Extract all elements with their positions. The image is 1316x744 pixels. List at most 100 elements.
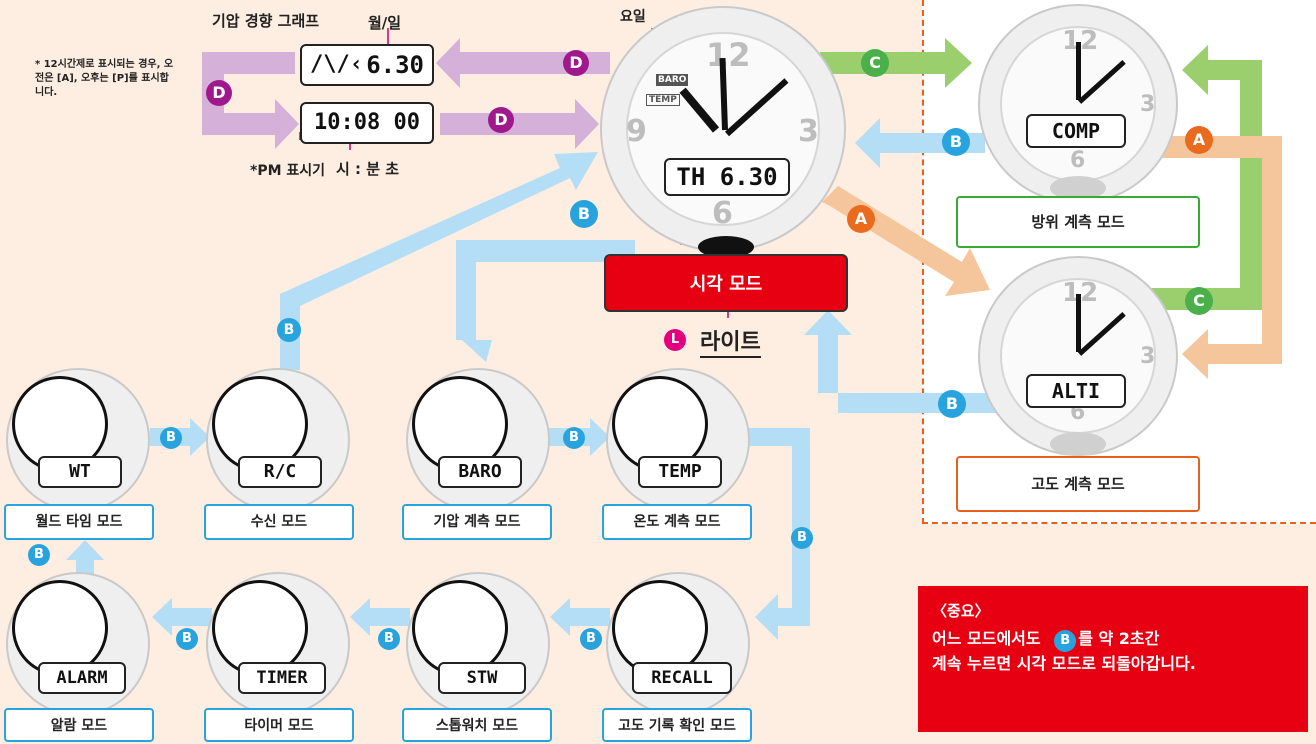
light-label: 라이트 bbox=[700, 324, 761, 358]
baro-mark: BARO bbox=[656, 74, 689, 86]
compass-mode-box: 방위 계측 모드 bbox=[956, 196, 1200, 248]
button-d-badge-2: D bbox=[563, 50, 589, 76]
arrow-b-rc-to-time bbox=[280, 152, 598, 370]
stw-watch: STW bbox=[406, 572, 550, 716]
timer-subdial bbox=[212, 580, 308, 676]
main-display: TH 6.30 bbox=[664, 158, 790, 196]
altitude-recall-mode-label: 고도 기록 확인 모드 bbox=[602, 708, 752, 742]
arrow-b-timer-alarm bbox=[152, 598, 212, 636]
button-d-badge-3: D bbox=[488, 107, 514, 133]
alti-display: ALTI bbox=[1026, 374, 1126, 408]
pressure-graph-icon: /\/‹ bbox=[310, 52, 363, 77]
world-time-mode-label: 월드 타임 모드 bbox=[4, 504, 154, 540]
pm-indicator-label: *PM 표시기 bbox=[250, 163, 326, 179]
rc-watch: R/C bbox=[206, 368, 350, 512]
alarm-mode-label: 알람 모드 bbox=[4, 708, 154, 742]
time-mode-box: 시각 모드 bbox=[604, 254, 848, 312]
note-12h: * 12시간제로 표시되는 경우, 오전은 [A], 오후는 [P]를 표시합니… bbox=[35, 59, 174, 98]
arrow-b-stw-timer bbox=[350, 598, 410, 636]
arrow-b-time-to-baro bbox=[456, 240, 635, 362]
button-b-badge-compass: B bbox=[942, 128, 970, 156]
thermometer-mode-label: 온도 계측 모드 bbox=[602, 504, 752, 540]
arrow-c-to-compass bbox=[820, 38, 972, 88]
c-arrows bbox=[820, 38, 1262, 310]
arrow-a-loop bbox=[1140, 136, 1282, 379]
b-arrows bbox=[66, 118, 1000, 640]
button-b-badge-baro-temp: B bbox=[563, 427, 585, 449]
compass-display: COMP bbox=[1026, 114, 1126, 148]
graph-date-display: /\/‹ 6.30 bbox=[300, 44, 434, 86]
button-b-badge-recall-stw: B bbox=[580, 628, 602, 650]
button-b-badge-temp-recall: B bbox=[791, 527, 813, 549]
button-a-badge-1: A bbox=[847, 205, 875, 233]
dial-6: 6 bbox=[712, 196, 733, 231]
timer-display: TIMER bbox=[238, 662, 326, 694]
compass-watch: 12 3 6 COMP bbox=[978, 4, 1178, 204]
altimeter-watch: 12 3 6 ALTI bbox=[978, 256, 1178, 456]
compass-watch-face bbox=[999, 25, 1157, 183]
button-b-badge-wt-rc: B bbox=[160, 427, 182, 449]
button-b-badge-alti: B bbox=[938, 390, 966, 418]
arrow-d-to-graph bbox=[436, 38, 610, 88]
compass-hour-hand bbox=[1076, 42, 1081, 100]
alarm-watch: ALARM bbox=[6, 572, 150, 716]
dial-3: 3 bbox=[798, 114, 819, 149]
button-c-badge-1: C bbox=[861, 49, 889, 77]
button-c-badge-2: C bbox=[1185, 287, 1213, 315]
notice-line1-post: 를 약 2초간 bbox=[1078, 629, 1160, 648]
alti-bottom-button bbox=[1050, 432, 1106, 456]
baro-display: BARO bbox=[438, 456, 522, 488]
dial-9: 9 bbox=[626, 114, 647, 149]
button-a-badge-2: A bbox=[1185, 126, 1213, 154]
rc-display: R/C bbox=[238, 456, 322, 488]
alarm-display: ALARM bbox=[38, 662, 126, 694]
temp-display: TEMP bbox=[638, 456, 722, 488]
button-b-badge-timer-alarm: B bbox=[176, 628, 198, 650]
main-watch: 12 3 6 9 BARO TEMP TH 6.30 bbox=[600, 6, 846, 258]
barometer-mode-label: 기압 계측 모드 bbox=[402, 504, 552, 540]
notice-button-b: B bbox=[1054, 630, 1077, 652]
notice-title: 〈중요〉 bbox=[932, 602, 990, 620]
wt-watch: WT bbox=[6, 368, 150, 512]
button-b-badge-alarm-wt: B bbox=[28, 544, 50, 566]
time-display: 10:08 00 bbox=[300, 102, 434, 144]
timer-mode-label: 타이머 모드 bbox=[204, 708, 354, 742]
stw-subdial bbox=[412, 580, 508, 676]
day-of-week-label: 요일 bbox=[620, 9, 646, 25]
arrow-b-temp-recall bbox=[740, 428, 810, 640]
hour-min-sec-label: 시 : 분 초 bbox=[336, 160, 400, 178]
recall-display: RECALL bbox=[632, 662, 732, 694]
baro-watch: BARO bbox=[406, 368, 550, 512]
alti-dial-3: 3 bbox=[1140, 344, 1156, 369]
arrow-b-compass-to-time bbox=[855, 118, 985, 168]
notice-line1-pre: 어느 모드에서도 bbox=[932, 629, 1041, 648]
month-day-label: 월/일 bbox=[368, 14, 402, 32]
pressure-graph-label: 기압 경향 그래프 bbox=[212, 12, 320, 30]
altimeter-mode-box: 고도 계측 모드 bbox=[956, 456, 1200, 512]
wt-display: WT bbox=[38, 456, 122, 488]
compass-dial-6: 6 bbox=[1070, 148, 1086, 173]
temp-watch: TEMP bbox=[606, 368, 750, 512]
button-b-badge-stw-timer: B bbox=[378, 628, 400, 650]
button-l-badge: L bbox=[664, 329, 686, 351]
arrow-d-to-time bbox=[440, 99, 599, 149]
dial-12: 12 bbox=[706, 36, 751, 74]
alti-hour-hand bbox=[1076, 294, 1081, 352]
notice-line2: 계속 누르면 시각 모드로 되돌아갑니다. bbox=[932, 654, 1196, 673]
date-display-value: 6.30 bbox=[366, 51, 424, 79]
temp-mark: TEMP bbox=[646, 94, 680, 106]
arrow-b-recall-stw bbox=[550, 598, 610, 636]
timer-watch: TIMER bbox=[206, 572, 350, 716]
main-light-button bbox=[698, 236, 754, 258]
button-b-badge-rc-up: B bbox=[277, 318, 301, 342]
arrow-b-alarm-wt bbox=[66, 540, 104, 580]
receive-mode-label: 수신 모드 bbox=[204, 504, 354, 540]
recall-watch: RECALL bbox=[606, 572, 750, 716]
arrow-c-loop bbox=[1140, 45, 1262, 310]
arrow-b-alti-to-time bbox=[804, 310, 1000, 413]
button-b-badge-time: B bbox=[570, 200, 598, 228]
stw-display: STW bbox=[438, 662, 526, 694]
button-d-badge-1: D bbox=[206, 80, 232, 106]
